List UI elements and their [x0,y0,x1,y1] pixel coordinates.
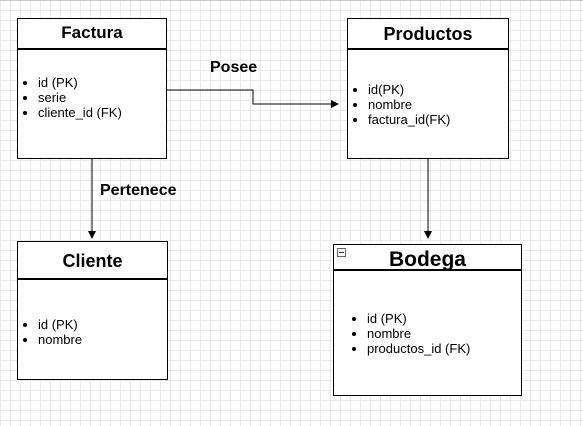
entity-productos[interactable]: Productos id(PK) nombre factura_id(FK) [347,18,509,159]
top-border [0,0,583,1]
field-item: id(PK) [368,82,450,97]
field-item: nombre [367,326,470,341]
entity-cliente-fields: id (PK) nombre [18,317,82,347]
field-item: id (PK) [367,311,470,326]
field-item: factura_id(FK) [368,112,450,127]
field-item: productos_id (FK) [367,341,470,356]
entity-bodega[interactable]: Bodega id (PK) nombre productos_id (FK) [333,244,522,396]
entity-productos-title: Productos [348,19,508,50]
entity-productos-fields: id(PK) nombre factura_id(FK) [348,82,450,127]
entity-bodega-title: Bodega [334,245,521,271]
collapse-icon[interactable] [337,248,346,257]
entity-factura[interactable]: Factura id (PK) serie cliente_id (FK) [17,18,167,159]
field-item: nombre [368,97,450,112]
relation-label-pertenece: Pertenece [100,182,177,199]
relation-label-posee: Posee [210,59,258,76]
field-item: id (PK) [38,75,122,90]
entity-factura-fields: id (PK) serie cliente_id (FK) [18,75,122,120]
field-item: cliente_id (FK) [38,105,122,120]
connector-factura-productos[interactable] [166,89,339,108]
field-item: nombre [38,332,82,347]
entity-cliente[interactable]: Cliente id (PK) nombre [17,241,168,380]
entity-bodega-fields: id (PK) nombre productos_id (FK) [347,311,470,356]
entity-cliente-title: Cliente [18,242,167,280]
field-item: id (PK) [38,317,82,332]
entity-factura-title: Factura [18,19,166,50]
field-item: serie [38,90,122,105]
